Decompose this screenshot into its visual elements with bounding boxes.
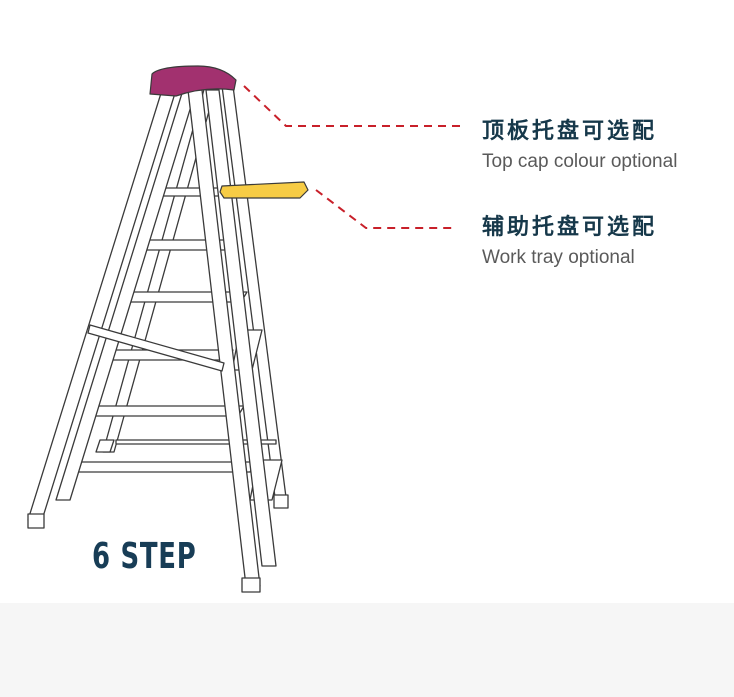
front-rail-right-inner: [205, 89, 277, 567]
top-cap-shape: [149, 65, 237, 97]
top-cap-callout: 顶板托盘可选配 Top cap colour optional: [482, 118, 677, 174]
work-tray-callout: 辅助托盘可选配 Work tray optional: [482, 214, 657, 270]
front-foot-left: [27, 513, 45, 529]
tread-5: [85, 405, 245, 417]
rear-foot-left: [95, 439, 115, 453]
product-illustration: 顶板托盘可选配 Top cap colour optional 辅助托盘可选配 …: [27, 65, 678, 593]
work-tray-subtitle: Work tray optional: [482, 247, 635, 268]
step-count-label: 6 STEP: [92, 536, 197, 577]
top-cap-title: 顶板托盘可选配: [482, 119, 658, 144]
top-cap-leader-line: [243, 85, 460, 127]
work-tray-shape: [219, 181, 309, 199]
tread-3: [119, 291, 248, 303]
footer-band: [0, 603, 734, 697]
front-frame: [27, 89, 277, 593]
step-ladder-illustration: [27, 65, 460, 593]
top-cap-subtitle: Top cap colour optional: [482, 151, 678, 172]
tread-6: [69, 461, 257, 473]
work-tray-title: 辅助托盘可选配: [482, 215, 658, 240]
front-foot-right: [241, 577, 261, 593]
rear-foot-right: [273, 494, 289, 509]
spreader-bar: [87, 324, 225, 372]
work-tray-leader-line: [315, 189, 452, 229]
